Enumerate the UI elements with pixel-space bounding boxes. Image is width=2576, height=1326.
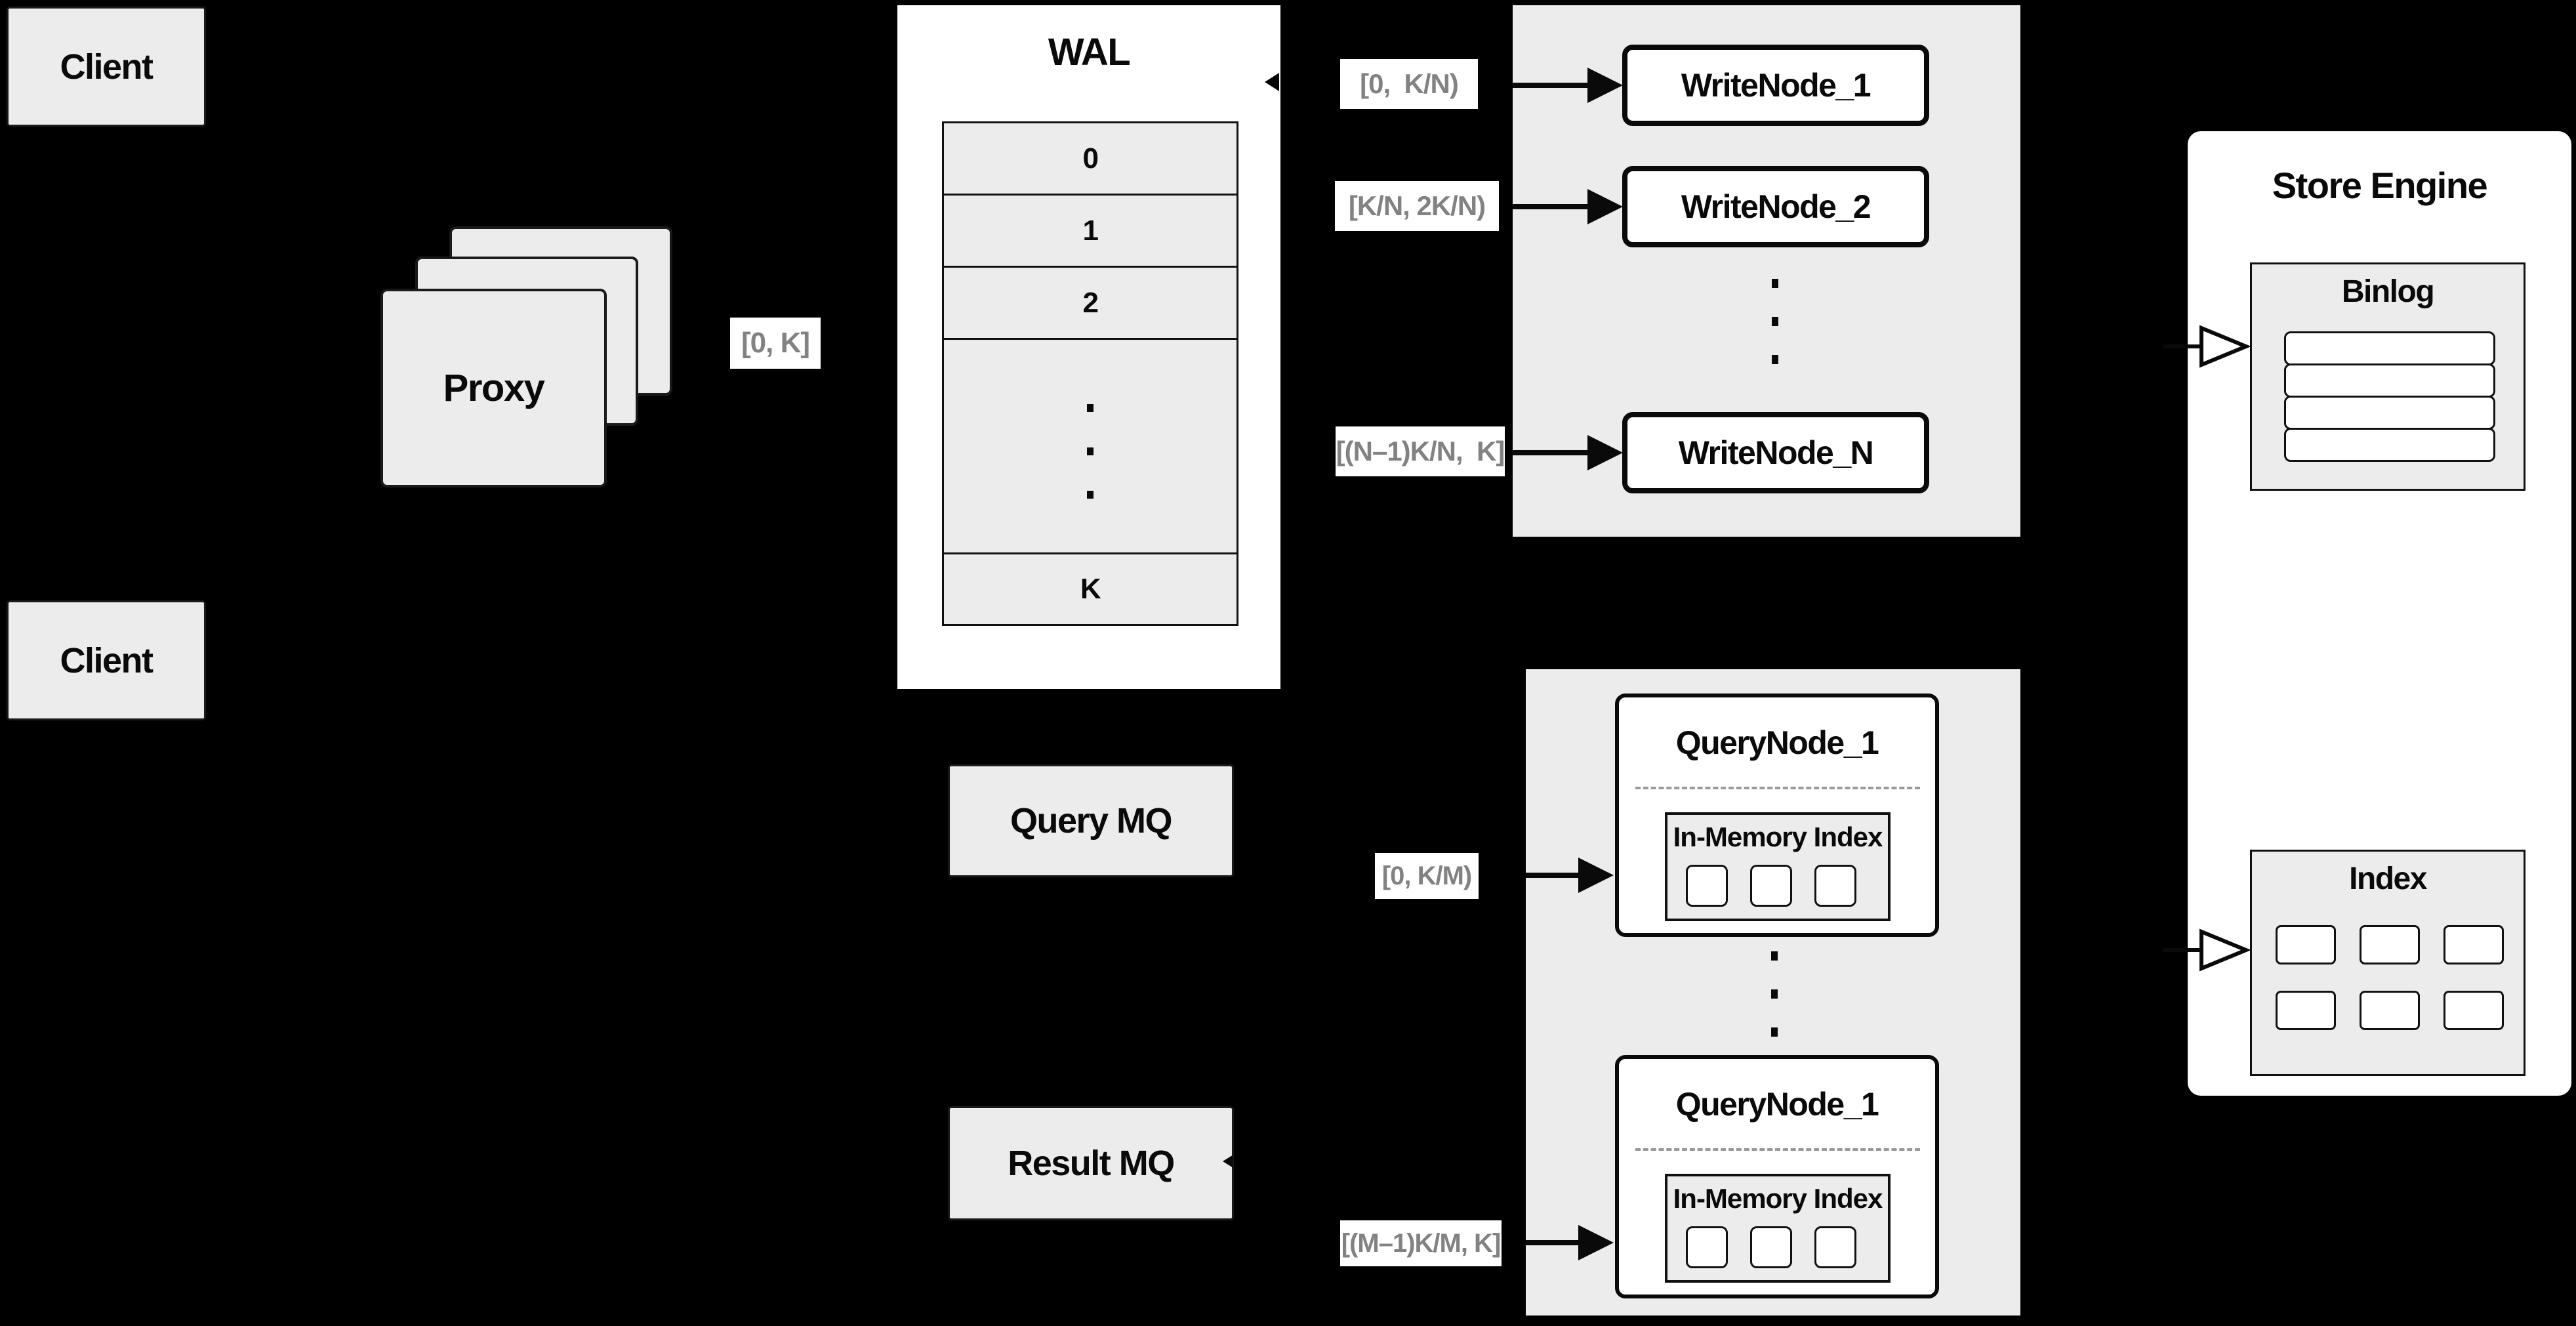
proxy-card-front: Proxy [380, 289, 607, 487]
write-node-n-box: WriteNode_N [1622, 412, 1929, 493]
wal-segment-1: 1 [942, 194, 1238, 268]
write-dots-2 [1772, 317, 1778, 326]
query-dots-2 [1771, 989, 1778, 999]
wal-dot-3 [1087, 491, 1094, 499]
wal-segment-0-label: 0 [1082, 142, 1099, 175]
write-dots-3 [1772, 355, 1778, 364]
wal-dot-2 [1087, 447, 1094, 455]
memory-segment-2c [1814, 1226, 1856, 1268]
wal-segment-2-label: 2 [1082, 286, 1099, 319]
client-top-box: Client [7, 7, 206, 127]
in-memory-index-2-box: In-Memory Index [1665, 1174, 1891, 1283]
proxy-label: Proxy [443, 367, 545, 409]
wal-dot-1 [1087, 404, 1094, 412]
index-cell-6 [2443, 991, 2504, 1030]
binlog-row-3 [2284, 396, 2495, 430]
binlog-row-1 [2284, 331, 2495, 365]
wal-segment-2: 2 [942, 266, 1238, 340]
write-node-1-box: WriteNode_1 [1622, 45, 1929, 126]
store-engine-title: Store Engine [2272, 165, 2488, 206]
result-mq-edge-arrowhead-fragment [1223, 1155, 1233, 1168]
result-mq-label: Result MQ [1008, 1144, 1175, 1183]
wal-segment-1-label: 1 [1082, 214, 1099, 247]
write-range-2-label: [K/N, 2K/N) [1335, 181, 1499, 231]
query-node-1-title: QueryNode_1 [1675, 724, 1879, 761]
hollow-arrow-to-binlog [2163, 325, 2251, 368]
write-node-2-box: WriteNode_2 [1622, 166, 1929, 247]
query-node-1-divider [1635, 787, 1920, 789]
memory-segment-1a [1686, 865, 1728, 907]
binlog-box: Binlog [2250, 262, 2525, 491]
memory-segment-1c [1814, 865, 1856, 907]
write-range-n-label: [(N–1)K/N, K] [1336, 426, 1505, 476]
write-node-n-label: WriteNode_N [1678, 434, 1874, 471]
index-cell-2 [2360, 925, 2420, 964]
wal-title: WAL [1048, 31, 1131, 73]
memory-segment-2b [1750, 1226, 1792, 1268]
wal-segment-k: K [942, 552, 1238, 626]
in-memory-index-1-box: In-Memory Index [1665, 812, 1891, 921]
binlog-title: Binlog [2341, 274, 2435, 309]
proxy-range-label: [0, K] [730, 318, 821, 369]
memory-segment-2a [1686, 1226, 1728, 1268]
write-dots-1 [1772, 279, 1778, 288]
client-bottom-label: Client [60, 640, 153, 680]
write-node-2-label: WriteNode_2 [1681, 188, 1871, 225]
index-title: Index [2349, 861, 2427, 896]
query-dots-3 [1771, 1027, 1778, 1037]
binlog-row-2 [2284, 363, 2495, 398]
wal-segment-0: 0 [942, 121, 1238, 196]
wal-edge-arrowhead-fragment [1265, 73, 1279, 91]
wal-box: WAL 0 1 2 K [897, 5, 1280, 689]
result-mq-box: Result MQ [948, 1106, 1234, 1220]
in-memory-index-2-title: In-Memory Index [1673, 1183, 1883, 1214]
query-mq-box: Query MQ [948, 764, 1234, 877]
index-cell-3 [2443, 925, 2504, 964]
query-node-2-box: QueryNode_1 In-Memory Index [1615, 1055, 1939, 1298]
wal-ellipsis-row [942, 338, 1238, 554]
query-mq-label: Query MQ [1010, 801, 1173, 840]
query-range-m-label: [(M–1)K/M, K] [1340, 1220, 1502, 1266]
query-node-2-title: QueryNode_1 [1675, 1086, 1879, 1123]
memory-segment-1b [1750, 865, 1792, 907]
index-cell-5 [2360, 991, 2420, 1030]
write-node-1-label: WriteNode_1 [1681, 67, 1871, 104]
in-memory-index-1-title: In-Memory Index [1673, 821, 1883, 852]
store-engine-panel: Store Engine Binlog Index [2188, 131, 2571, 1096]
client-bottom-box: Client [7, 600, 206, 720]
query-node-2-divider [1635, 1148, 1920, 1151]
binlog-row-4 [2284, 428, 2495, 462]
hollow-arrow-to-index [2163, 928, 2251, 972]
query-dots-1 [1771, 951, 1778, 961]
index-cell-1 [2276, 925, 2336, 964]
query-node-1-box: QueryNode_1 In-Memory Index [1615, 694, 1939, 937]
wal-segment-k-label: K [1080, 573, 1101, 605]
index-cell-4 [2276, 991, 2336, 1030]
query-range-1-label: [0, K/M) [1375, 853, 1479, 899]
client-top-label: Client [60, 47, 153, 87]
index-box: Index [2250, 850, 2525, 1076]
write-range-1-label: [0, K/N) [1340, 59, 1478, 109]
